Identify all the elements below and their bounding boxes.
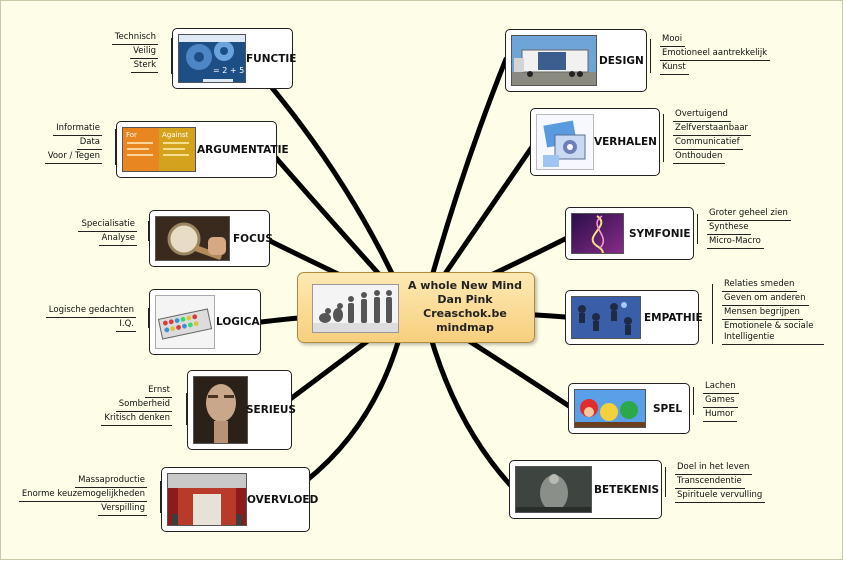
leaf-emotionele-sociale[interactable]: Emotionele & sociale xyxy=(724,321,814,331)
node-empathie-title: EMPATHIE xyxy=(644,311,703,324)
leaf-data[interactable]: Data xyxy=(76,137,102,150)
node-spel[interactable]: SPEL xyxy=(568,383,690,434)
node-betekenis-title: BETEKENIS xyxy=(594,483,660,496)
bracket-overvloed xyxy=(150,481,161,513)
leaf-intelligentie[interactable]: Intelligentie xyxy=(722,332,825,345)
leaf-enorme-keuzemogelijkheden[interactable]: Enorme keuzemogelijkheden xyxy=(18,489,147,502)
leaf-spirituele-vervulling[interactable]: Spirituele vervulling xyxy=(675,490,766,503)
leaf-overtuigend[interactable]: Overtuigend xyxy=(673,109,731,122)
leaf-specialisatie[interactable]: Specialisatie xyxy=(78,219,137,232)
game-characters-image xyxy=(574,389,646,428)
node-overvloed[interactable]: OVERVLOED xyxy=(161,467,318,532)
evolution-image xyxy=(312,284,399,333)
leaf-zelfverstaanbaar[interactable]: Zelfverstaanbaar xyxy=(673,123,752,136)
leaf-kunst[interactable]: Kunst xyxy=(660,62,689,75)
serious-face-image xyxy=(193,376,248,444)
node-spel-title: SPEL xyxy=(653,402,683,415)
leaf-analyse[interactable]: Analyse xyxy=(98,233,137,246)
leaf-transcendentie[interactable]: Transcendentie xyxy=(675,476,745,489)
leaf-somberheid[interactable]: Somberheid xyxy=(115,399,172,412)
bracket-design xyxy=(650,39,659,73)
node-design-title: DESIGN xyxy=(599,54,644,67)
leaf-games[interactable]: Games xyxy=(703,395,738,408)
bracket-empathie xyxy=(712,284,721,344)
central-topic[interactable]: A whole New Mind Dan Pink Creaschok.be m… xyxy=(297,272,535,343)
leaf-onthouden[interactable]: Onthouden xyxy=(673,151,726,164)
leaf-verspilling[interactable]: Verspilling xyxy=(98,503,147,516)
symphony-image xyxy=(571,213,624,254)
leaf-mensen-begrijpen[interactable]: Mensen begrijpen xyxy=(722,307,803,320)
meaning-image xyxy=(515,466,592,513)
magnifier-image xyxy=(155,216,230,261)
node-symfonie-title: SYMFONIE xyxy=(629,227,691,240)
bracket-verhalen xyxy=(663,114,672,162)
svg-text:Against: Against xyxy=(162,131,189,139)
leaf-sterk[interactable]: Sterk xyxy=(130,60,158,73)
node-argumentatie-title: ARGUMENTATIE xyxy=(197,143,289,156)
node-serieus-title: SERIEUS xyxy=(246,404,296,416)
leaf-kritisch-denken[interactable]: Kritisch denken xyxy=(101,413,172,426)
central-line-2: Dan Pink xyxy=(437,293,493,306)
node-overvloed-title: OVERVLOED xyxy=(247,493,319,506)
central-title: A whole New Mind Dan Pink Creaschok.be m… xyxy=(401,279,529,335)
leaf-mooi[interactable]: Mooi xyxy=(660,34,686,47)
bracket-spel xyxy=(693,387,702,415)
node-design[interactable]: DESIGN xyxy=(505,29,647,92)
bracket-functie xyxy=(161,38,172,74)
leaf-iq[interactable]: I.Q. xyxy=(116,319,136,332)
leaf-informatie[interactable]: Informatie xyxy=(53,123,102,136)
spoke-functie xyxy=(260,74,408,304)
gears-image: = 2 + 5 xyxy=(178,34,246,83)
bracket-serieus xyxy=(176,393,187,425)
node-functie-title: FUNCTIE xyxy=(246,52,297,65)
storytelling-image xyxy=(536,114,594,170)
abacus-image xyxy=(155,295,215,349)
node-symfonie[interactable]: SYMFONIE xyxy=(565,207,694,260)
truck-image xyxy=(511,35,597,86)
leaf-massaproductie[interactable]: Massaproductie xyxy=(75,475,147,488)
leaf-humor[interactable]: Humor xyxy=(703,409,737,422)
node-functie[interactable]: = 2 + 5 FUNCTIE xyxy=(172,28,297,89)
puzzle-people-image xyxy=(571,296,641,339)
bracket-focus xyxy=(138,221,149,241)
leaf-doel-in-het-leven[interactable]: Doel in het leven xyxy=(675,462,753,475)
leaf-relaties-smeden[interactable]: Relaties smeden xyxy=(722,279,798,292)
leaf-emotioneel-aantrekkelijk[interactable]: Emotioneel aantrekkelijk xyxy=(660,48,771,61)
bracket-symfonie xyxy=(697,214,706,244)
leaf-groter-geheel-zien[interactable]: Groter geheel zien xyxy=(707,208,791,221)
node-focus-title: FOCUS xyxy=(233,232,273,245)
node-verhalen[interactable]: VERHALEN xyxy=(530,108,660,176)
node-betekenis[interactable]: BETEKENIS xyxy=(509,460,662,519)
node-logica-title: LOGICA xyxy=(216,316,260,328)
spoke-design xyxy=(422,56,509,304)
central-line-4: mindmap xyxy=(436,321,494,334)
node-logica[interactable]: LOGICA xyxy=(149,289,261,355)
node-serieus[interactable]: SERIEUS xyxy=(187,370,296,450)
svg-text:For: For xyxy=(126,131,137,139)
leaf-synthese[interactable]: Synthese xyxy=(707,222,752,235)
central-line-3: Creaschok.be xyxy=(423,307,507,320)
leaf-veilig[interactable]: Veilig xyxy=(130,46,158,59)
leaf-technisch[interactable]: Technisch xyxy=(111,32,158,45)
leaf-voor-tegen[interactable]: Voor / Tegen xyxy=(44,151,102,164)
node-argumentatie[interactable]: For Against ARGUMENTATIE xyxy=(116,121,289,178)
node-empathie[interactable]: EMPATHIE xyxy=(565,290,703,345)
leaf-lachen[interactable]: Lachen xyxy=(703,381,739,394)
leaf-logische-gedachten[interactable]: Logische gedachten xyxy=(45,305,136,318)
leaf-micro-macro[interactable]: Micro-Macro xyxy=(707,236,764,249)
for-against-image: For Against xyxy=(122,127,196,172)
warehouse-image xyxy=(167,473,247,526)
leaf-geven-om-anderen[interactable]: Geven om anderen xyxy=(722,293,809,306)
node-verhalen-title: VERHALEN xyxy=(594,136,657,148)
bracket-logica xyxy=(138,308,149,328)
central-line-1: A whole New Mind xyxy=(407,279,523,292)
bracket-argumentatie xyxy=(105,129,116,165)
leaf-ernst[interactable]: Ernst xyxy=(145,385,172,398)
node-focus[interactable]: FOCUS xyxy=(149,210,273,267)
leaf-communicatief[interactable]: Communicatief xyxy=(673,137,743,150)
bracket-betekenis xyxy=(665,467,674,497)
svg-text:= 2 + 5: = 2 + 5 xyxy=(213,66,244,75)
